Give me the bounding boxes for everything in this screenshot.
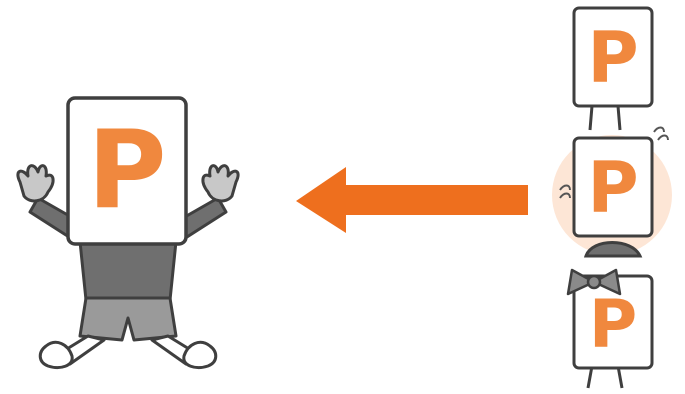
worry-squiggle-icon: [654, 128, 668, 141]
small-figure-top-body: [590, 106, 620, 130]
small-figure-top: P: [574, 8, 652, 130]
main-figure-shorts: [80, 298, 176, 340]
small-figure-middle: P: [552, 128, 672, 257]
small-figure-bottom-card-letter: P: [589, 286, 637, 363]
arrow-left-icon: [296, 167, 528, 233]
main-figure-left-shoe: [40, 342, 72, 367]
small-figure-middle-card-letter: P: [587, 147, 638, 229]
small-figure-bottom: P: [568, 270, 652, 388]
main-figure: P: [18, 98, 238, 368]
small-figure-top-card-letter: P: [587, 17, 638, 99]
main-figure-right-shoe: [184, 342, 216, 367]
main-figure-left-hand: [18, 166, 53, 201]
main-figure-card-letter: P: [87, 109, 166, 234]
main-figure-right-hand: [203, 166, 238, 201]
